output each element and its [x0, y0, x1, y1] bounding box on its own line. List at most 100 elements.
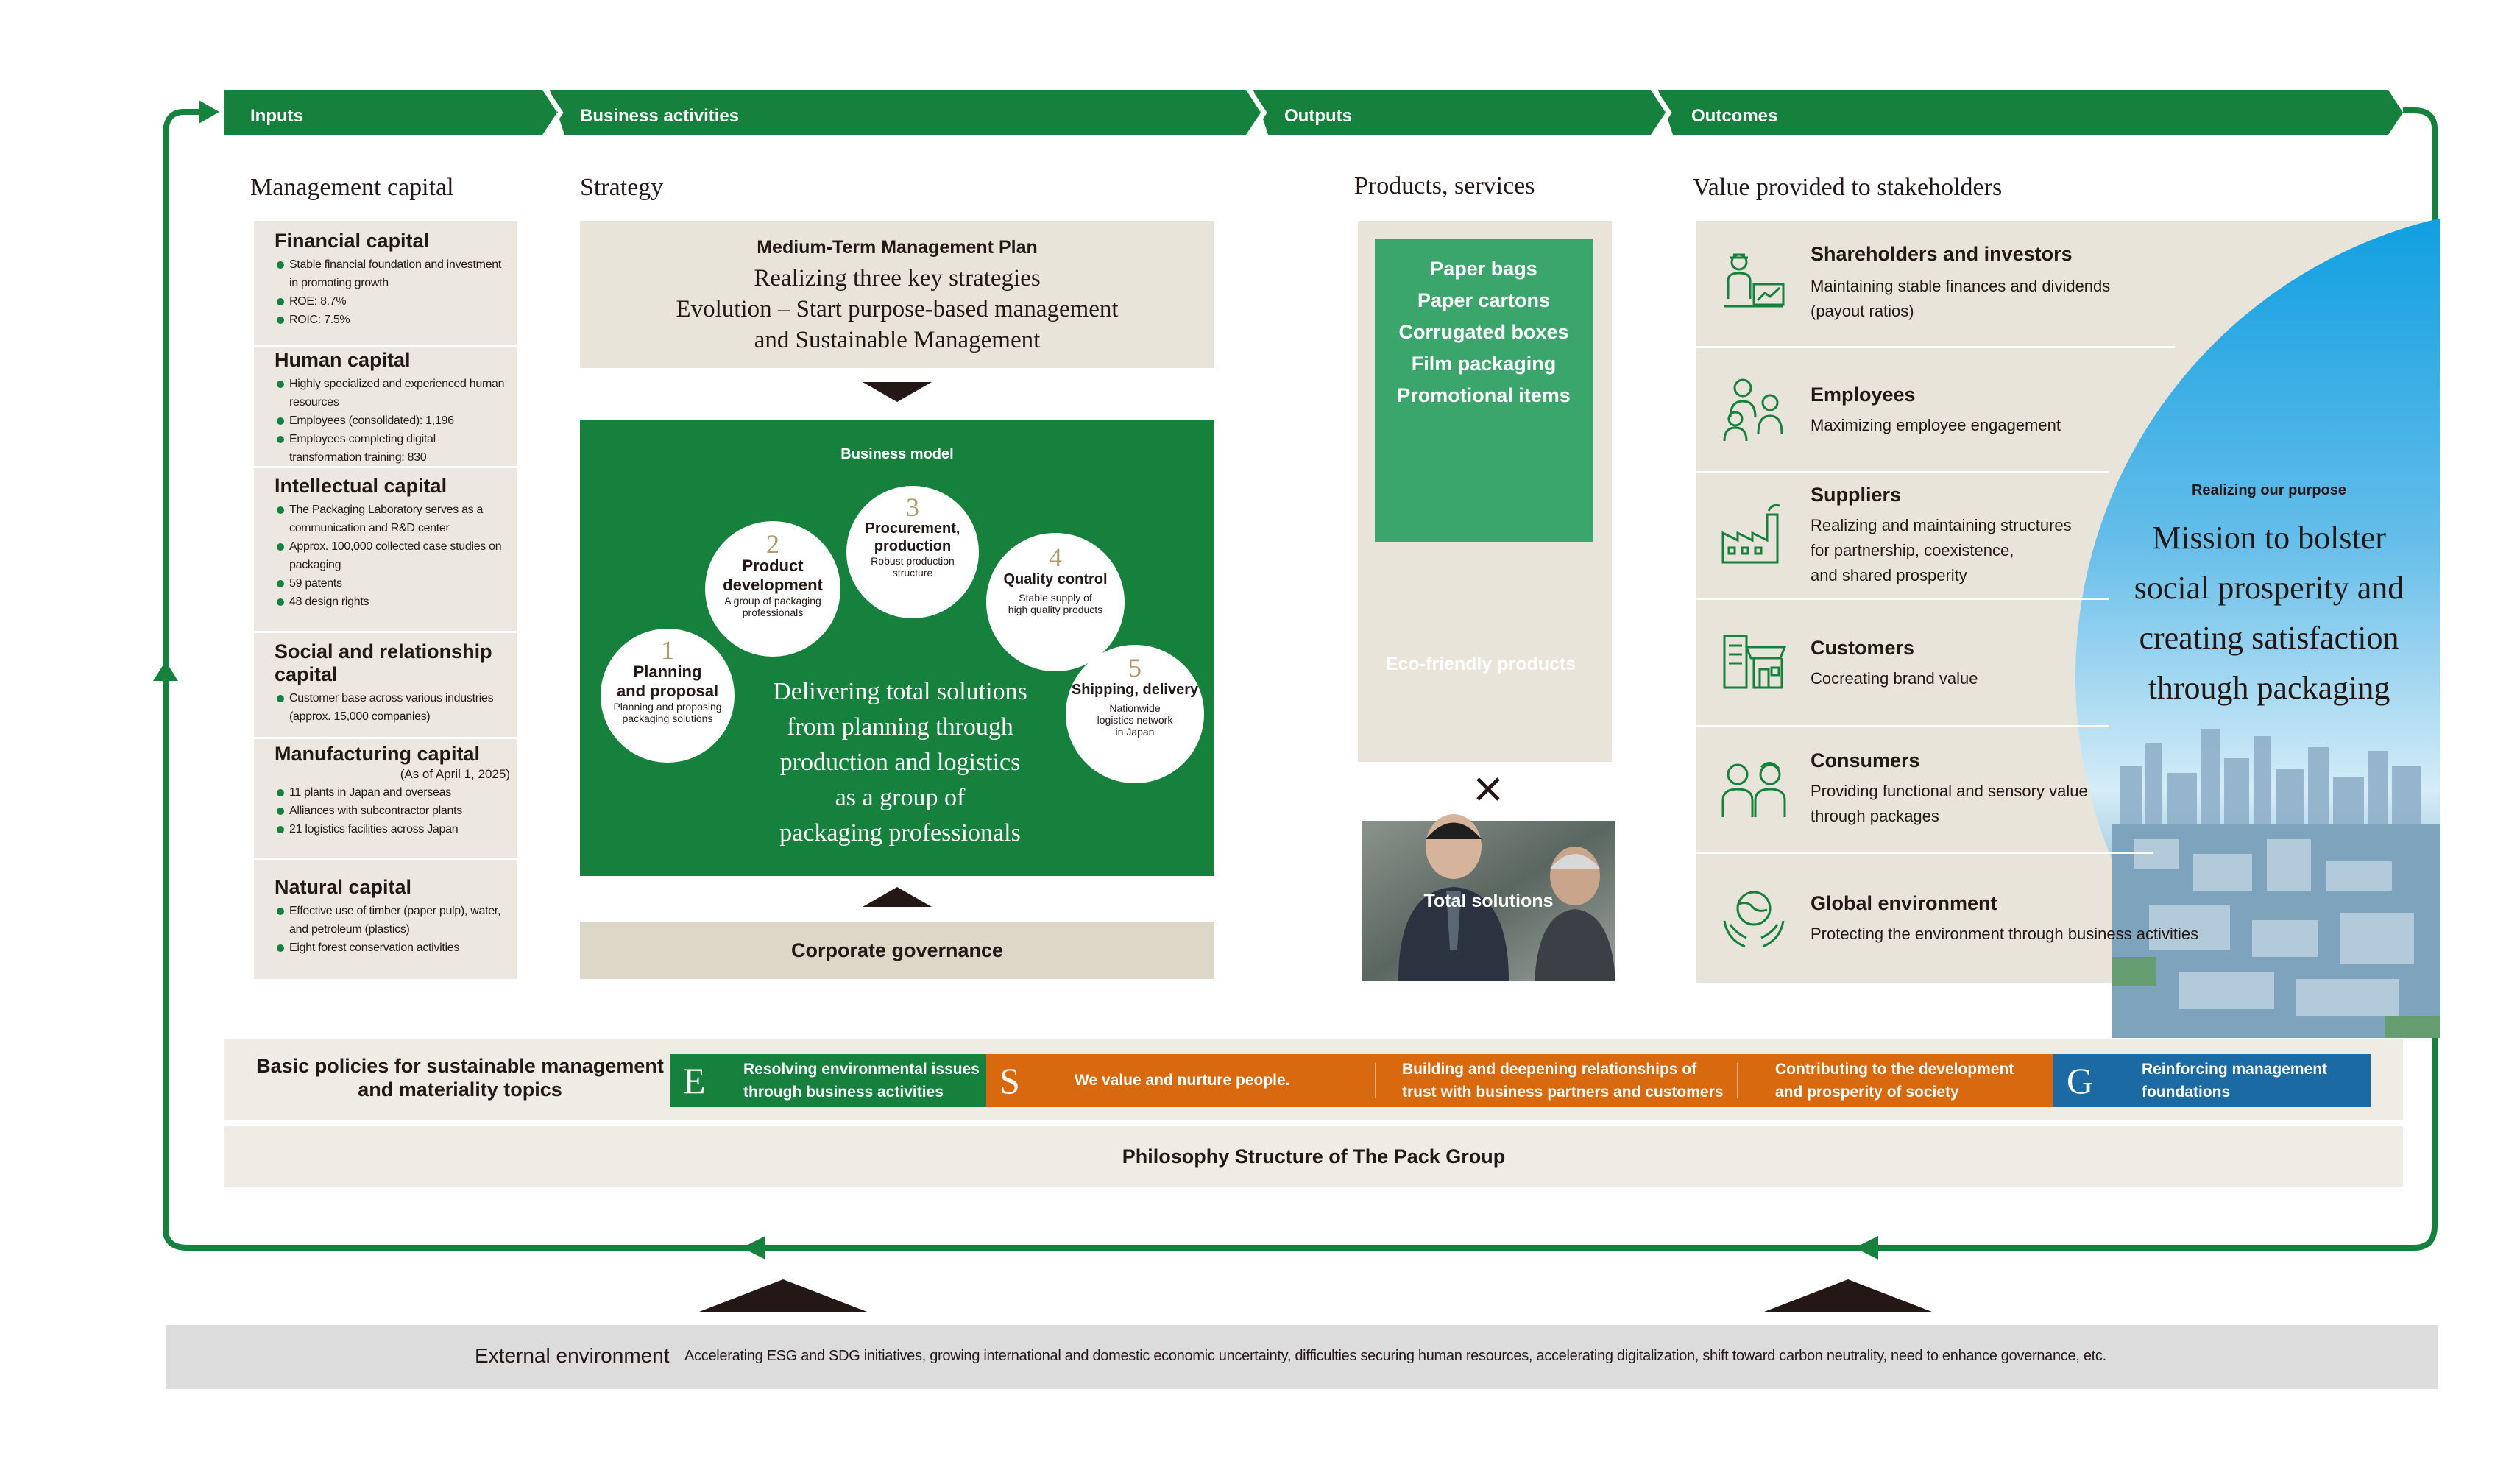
- stakeholder-desc: Maximizing employee engagement: [1811, 413, 2061, 438]
- step-number: 5: [1128, 653, 1142, 682]
- purpose-line: social prosperity and: [2134, 570, 2404, 606]
- stakeholder-title: Consumers: [1811, 749, 1920, 771]
- plan-label: Medium-Term Management Plan: [757, 237, 1038, 258]
- step-title: Procurement,: [865, 520, 960, 537]
- step-subtitle: Stable supply of: [1019, 592, 1092, 604]
- capital-item: Eight forest conservation activities: [275, 939, 510, 957]
- capital-item: 59 patents: [275, 574, 510, 593]
- step-3-circle: 3 Procurement, production Robust product…: [846, 486, 979, 618]
- policy-line: trust with business partners and custome…: [1402, 1084, 1724, 1101]
- policy-line: and prosperity of society: [1775, 1084, 1959, 1101]
- capital-item: Approx. 100,000 collected case studies o…: [275, 537, 510, 574]
- strategy-up-triangle: [863, 887, 932, 907]
- human-capital: Human capital Highly specialized and exp…: [275, 349, 510, 467]
- stakeholder-title: Shareholders and investors: [1811, 243, 2073, 265]
- loop-arrowhead-bottom-right: [1855, 1236, 1878, 1260]
- philosophy-structure-bar: Philosophy Structure of The Pack Group: [224, 1126, 2403, 1187]
- external-environment-text: Accelerating ESG and SDG initiatives, gr…: [684, 1348, 2106, 1364]
- capital-title: Manufacturing capital: [275, 743, 481, 765]
- policy-line: Reinforcing management: [2142, 1061, 2328, 1078]
- center-line: packaging professionals: [779, 819, 1021, 847]
- step-title: and proposal: [616, 682, 719, 700]
- stakeholder-title: Customers: [1811, 637, 1915, 659]
- product-item: Promotional items: [1397, 384, 1571, 406]
- capital-item: Employees completing digital transformat…: [275, 430, 510, 467]
- desc-line: Maintaining stable finances and dividend…: [1811, 277, 2111, 295]
- desc-line: Providing functional and sensory value: [1811, 782, 2088, 800]
- plan-line-2: Evolution – Start purpose-based manageme…: [676, 296, 1119, 322]
- stakeholder-title: Employees: [1811, 384, 1916, 406]
- header-inputs-chevron: [224, 90, 557, 135]
- step-title: Product: [742, 557, 804, 575]
- investor-icon: [1724, 253, 1785, 308]
- capital-item: Customer base across various industries …: [275, 689, 510, 726]
- step-title: Planning: [633, 663, 702, 681]
- policy-line: foundations: [2142, 1084, 2231, 1101]
- policy-letter: S: [999, 1060, 1020, 1101]
- business-model-center-text: Delivering total solutions from planning…: [742, 674, 1058, 851]
- stakeholder-shareholders: Shareholders and investors Maintaining s…: [1696, 221, 2307, 346]
- center-line: production and logistics: [779, 749, 1021, 776]
- capital-item: Highly specialized and experienced human…: [275, 375, 510, 411]
- purpose-line: Mission to bolster: [2152, 520, 2386, 556]
- header-inputs-label: Inputs: [250, 106, 303, 126]
- product-item: Film packaging: [1411, 353, 1557, 375]
- manufacturing-capital: Manufacturing capital (As of April 1, 20…: [275, 743, 510, 838]
- step-subtitle: Robust production: [871, 555, 955, 567]
- header-outputs-label: Outputs: [1284, 106, 1352, 126]
- capital-title: Social and relationship capital: [275, 640, 492, 685]
- capital-item: 11 plants in Japan and overseas: [275, 783, 510, 802]
- desc-line: for partnership, coexistence,: [1811, 541, 2014, 559]
- capital-item: ROIC: 7.5%: [275, 311, 510, 329]
- policy-e: E Resolving environmental issues through…: [670, 1054, 986, 1107]
- step-number: 2: [766, 529, 779, 559]
- policy-line: Building and deepening relationships of: [1402, 1061, 1697, 1078]
- step-5-circle: 5 Shipping, delivery Nationwide logistic…: [1066, 645, 1204, 783]
- capital-panel: [254, 221, 517, 979]
- intellectual-capital: Intellectual capital The Packaging Labor…: [275, 475, 510, 611]
- policies-title-line: Basic policies for sustainable managemen…: [256, 1055, 664, 1077]
- product-item: Paper cartons: [1417, 289, 1551, 311]
- purpose-line: creating satisfaction: [2139, 620, 2399, 656]
- stakeholder-desc: Maintaining stable finances and dividend…: [1811, 274, 2110, 324]
- desc-line: Cocreating brand value: [1811, 669, 1978, 688]
- policy-letter: E: [683, 1060, 706, 1101]
- product-item: Paper bags: [1430, 258, 1537, 280]
- stakeholder-customers: Customers Cocreating brand value: [1696, 600, 2307, 725]
- policy-g: G Reinforcing management foundations: [2053, 1054, 2371, 1107]
- consumers-icon: [1721, 762, 1786, 817]
- capital-item: ROE: 8.7%: [275, 292, 510, 311]
- stakeholder-suppliers: Suppliers Realizing and maintaining stru…: [1696, 473, 2307, 598]
- purpose-label: Realizing our purpose: [2191, 482, 2347, 498]
- desc-line: Protecting the environment through busin…: [1811, 925, 2199, 943]
- medium-term-plan-box: Medium-Term Management Plan Realizing th…: [580, 221, 1214, 368]
- products-services-title: Products, services: [1354, 172, 1535, 199]
- step-subtitle: Nationwide: [1109, 702, 1161, 714]
- capital-title: Financial capital: [275, 230, 430, 252]
- business-model-box: Business model 1 Planning and proposal P…: [580, 420, 1214, 876]
- value-stakeholders-title: Value provided to stakeholders: [1693, 174, 2003, 201]
- center-line: as a group of: [835, 784, 966, 811]
- header-outcomes-label: Outcomes: [1691, 106, 1778, 126]
- financial-capital: Financial capital Stable financial found…: [275, 230, 510, 329]
- external-environment-label: External environment: [475, 1344, 670, 1367]
- globe-hands-icon: [1723, 891, 1785, 948]
- center-line: from planning through: [787, 713, 1013, 741]
- capital-item: 48 design rights: [275, 593, 510, 611]
- total-solutions-label: Total solutions: [1423, 891, 1554, 911]
- step-2-circle: 2 Product development A group of packagi…: [705, 521, 840, 657]
- policies-title: Basic policies for sustainable managemen…: [254, 1054, 666, 1101]
- product-item: Corrugated boxes: [1398, 321, 1569, 343]
- step-4-circle: 4 Quality control Stable supply of high …: [986, 533, 1125, 671]
- desc-line: (payout ratios): [1811, 302, 1914, 320]
- external-up-triangle-left: [699, 1279, 867, 1312]
- capital-item: 21 logistics facilities across Japan: [275, 820, 510, 838]
- loop-arrowhead-top: [199, 100, 219, 124]
- loop-arrowhead-left: [153, 661, 178, 681]
- policies-title-line: and materiality topics: [358, 1078, 562, 1101]
- header-outcomes-chevron: [1658, 90, 2403, 135]
- stakeholder-global-environment: Global environment Protecting the enviro…: [1696, 854, 2307, 979]
- policy-line: Resolving environmental issues: [743, 1061, 980, 1078]
- step-subtitle: structure: [892, 567, 933, 579]
- capital-title: Intellectual capital: [275, 475, 447, 497]
